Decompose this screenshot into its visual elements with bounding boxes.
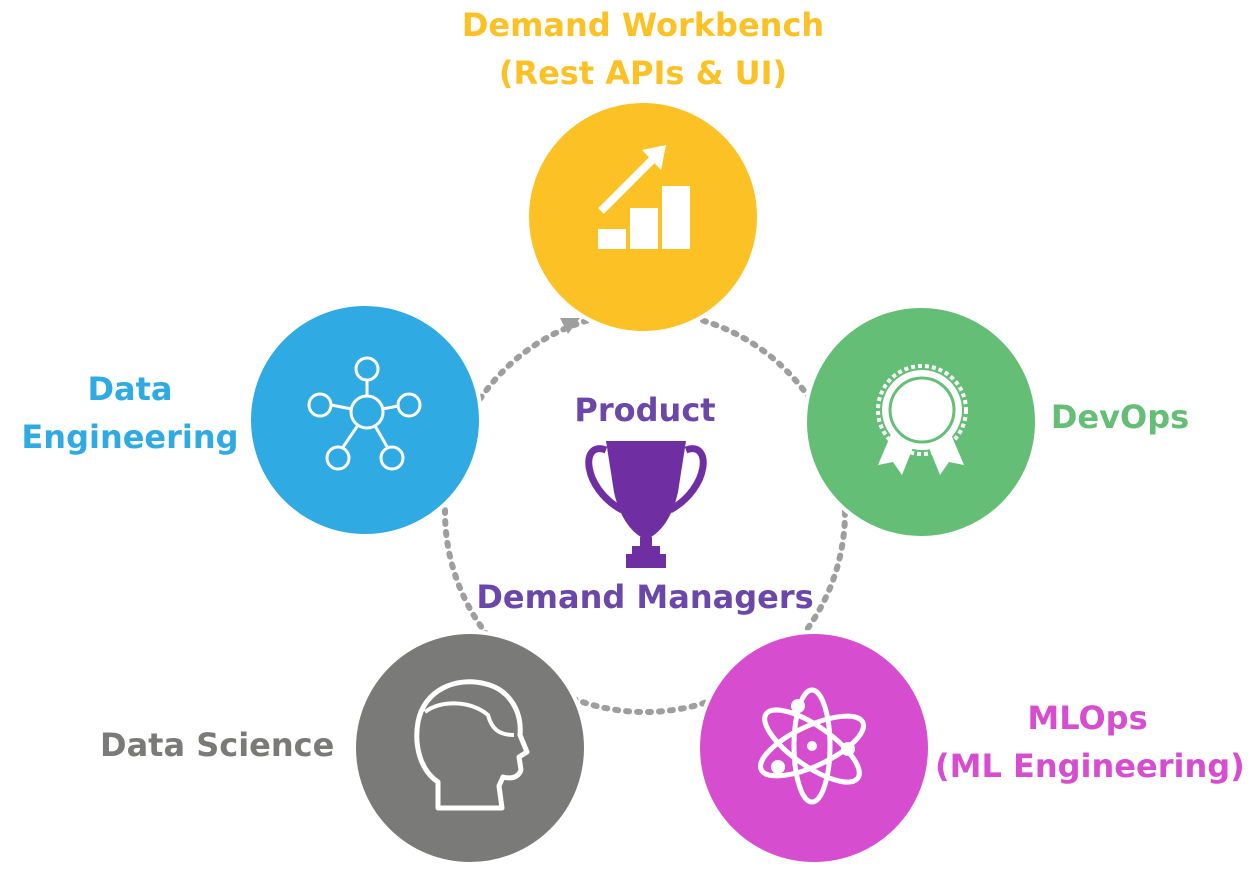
human-head-icon <box>414 679 530 811</box>
data-science-label: Data Science <box>100 726 335 764</box>
mlops-label: MLOps (ML Engineering) <box>935 693 1245 793</box>
bar-chart-growth-icon <box>598 145 690 249</box>
product-label: Product <box>574 391 716 429</box>
data-science-node <box>352 630 588 866</box>
mlops-label-line2: (ML Engineering) <box>935 746 1245 785</box>
demand-managers-label: Demand Managers <box>476 578 814 616</box>
workbench-label-line1: Demand Workbench <box>461 6 825 44</box>
devops-node <box>803 304 1039 540</box>
workbench-label-line2: (Rest APIs & UI) <box>498 53 788 92</box>
workbench-node <box>525 99 761 335</box>
network-nodes-icon <box>307 356 422 471</box>
data-engineering-node <box>247 302 483 538</box>
data-engineering-label-line2: Engineering <box>21 417 239 456</box>
data-engineering-label: Data Engineering <box>20 364 240 464</box>
mlops-node <box>696 630 932 866</box>
arrowhead-icon <box>560 318 580 334</box>
head-hair-detail <box>423 701 515 737</box>
mlops-label-line1: MLOps <box>1027 699 1148 737</box>
workbench-label: Demand Workbench (Rest APIs & UI) <box>393 0 893 100</box>
atom-icon <box>758 687 866 805</box>
devops-label: DevOps <box>1050 398 1190 436</box>
trophy-icon <box>585 441 707 568</box>
data-engineering-label-line1: Data <box>87 370 173 408</box>
award-ribbon-icon <box>876 364 968 475</box>
